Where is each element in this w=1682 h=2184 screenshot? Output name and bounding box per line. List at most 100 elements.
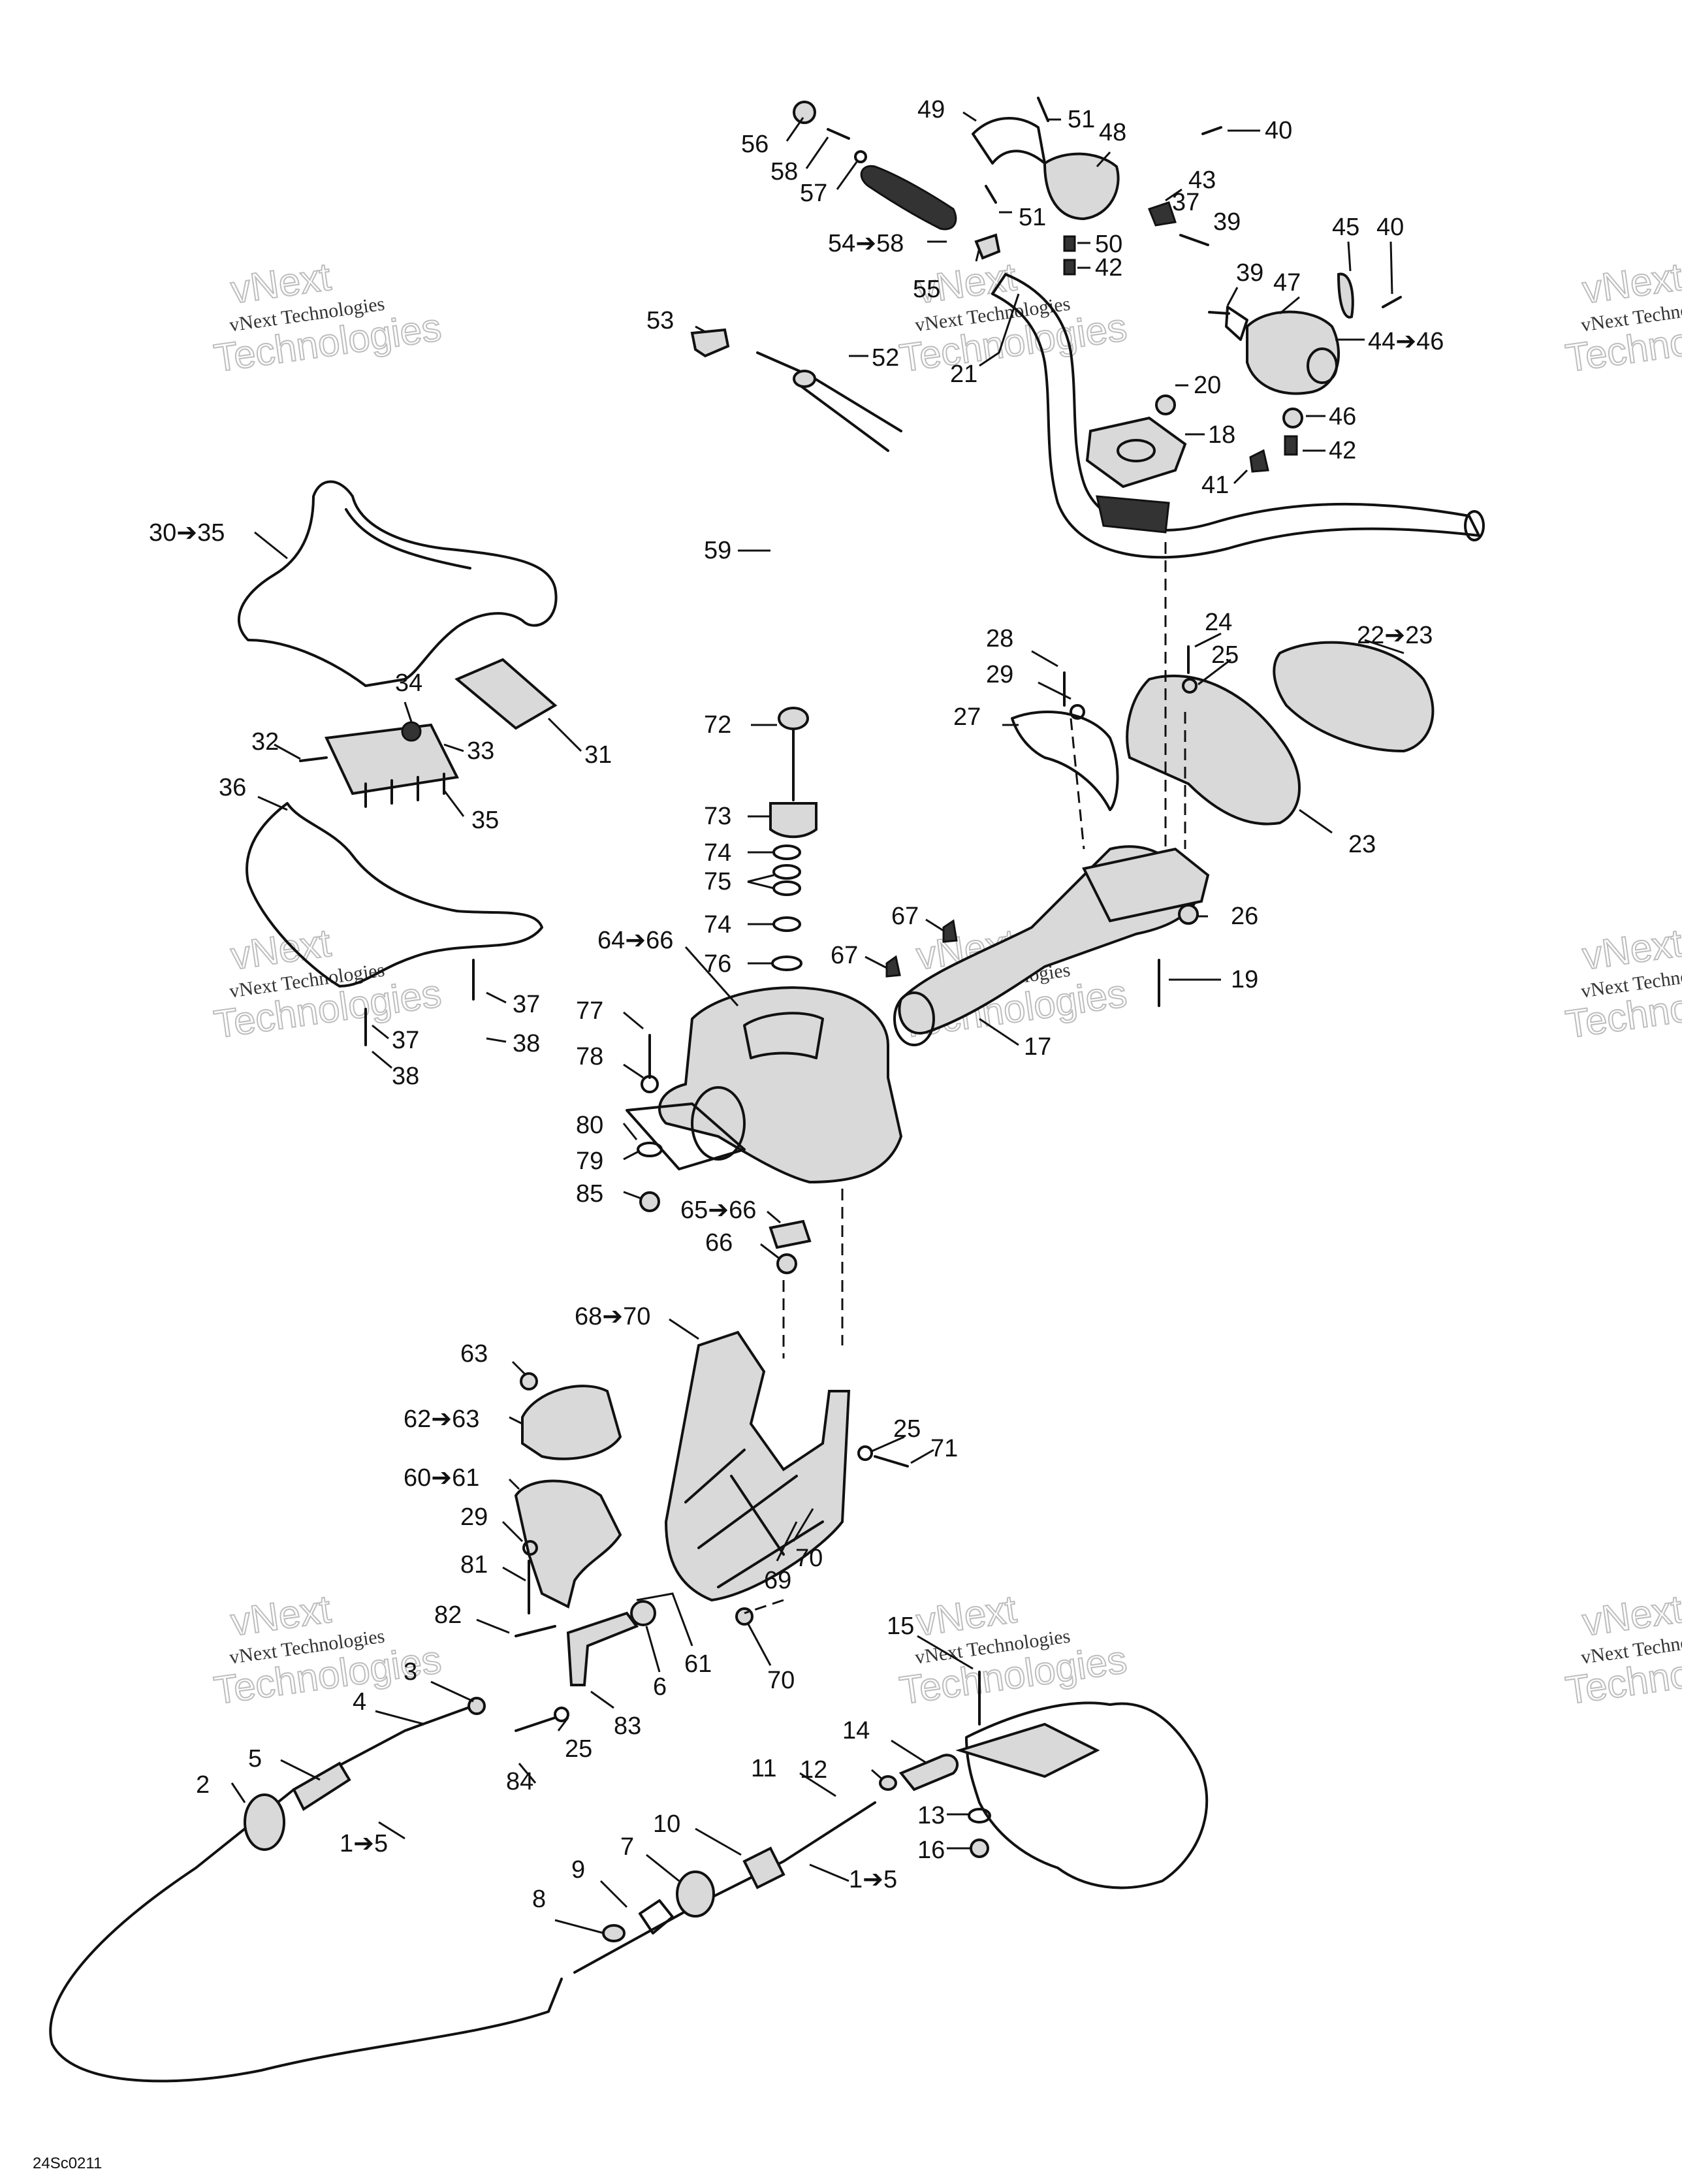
nut-85 — [639, 1191, 660, 1212]
leader — [508, 1478, 520, 1490]
callout: 74 — [704, 839, 731, 867]
lever-83 — [566, 1611, 639, 1686]
leader — [280, 1759, 321, 1781]
callout: 11 — [751, 1755, 776, 1782]
leader-lines — [230, 111, 1404, 1935]
leader — [623, 1149, 641, 1161]
leader — [430, 1680, 474, 1703]
callout: 79 — [576, 1148, 603, 1175]
callout: 40 — [1376, 214, 1404, 241]
callout: 7 — [620, 1833, 634, 1861]
alignment-lines — [744, 542, 1186, 1614]
leader — [836, 161, 858, 190]
callout: 67 — [831, 942, 858, 969]
leader — [378, 1821, 405, 1840]
leader — [257, 795, 288, 811]
leader — [547, 717, 582, 752]
cable-sheath — [292, 1761, 351, 1811]
nut-26 — [1178, 904, 1199, 925]
leader — [1165, 188, 1182, 202]
handlebar-end — [1464, 510, 1485, 541]
leader — [669, 1318, 699, 1340]
throttle-lever — [972, 117, 1046, 165]
leader — [623, 1191, 642, 1200]
callout: 4 — [353, 1688, 366, 1716]
leader — [695, 325, 706, 333]
leader — [509, 1416, 523, 1425]
cable-nut-7 — [676, 1871, 715, 1918]
washer-8 — [602, 1924, 626, 1942]
callout: 25 — [893, 1415, 921, 1443]
handlebar-clamp — [1085, 416, 1187, 489]
leader — [502, 1566, 526, 1582]
callout: 27 — [953, 703, 981, 731]
washer-29 — [1070, 704, 1085, 720]
leader — [372, 1050, 392, 1069]
callout: 28 — [986, 625, 1013, 652]
callout: 15 — [887, 1613, 914, 1640]
switch-button — [1307, 347, 1338, 384]
callout: 73 — [704, 803, 731, 830]
support-cap — [743, 1012, 824, 1059]
leader — [891, 1739, 928, 1765]
callout: 42 — [1095, 254, 1122, 281]
callout: 54➔58 — [828, 230, 904, 257]
steering-support-64 — [658, 986, 903, 1184]
leader — [805, 136, 829, 169]
nut-16 — [970, 1839, 989, 1858]
callout: 37 — [1172, 189, 1199, 216]
nut-34 — [401, 721, 422, 742]
callout: 80 — [576, 1112, 603, 1139]
leader — [910, 1449, 934, 1464]
callout: 81 — [460, 1551, 488, 1579]
callout: 10 — [653, 1810, 680, 1838]
leader — [443, 790, 465, 817]
callout: 64➔66 — [597, 927, 673, 954]
support-bracket-36 — [246, 802, 543, 988]
leader — [1038, 681, 1071, 700]
dash-line — [1070, 718, 1085, 850]
washer-25 — [1182, 678, 1198, 694]
callout: 39 — [1236, 259, 1263, 287]
tether-47 — [1225, 306, 1248, 341]
leader — [590, 1690, 614, 1709]
callout: 69 — [764, 1567, 791, 1594]
callout: 40 — [1265, 117, 1292, 144]
leader — [871, 1769, 883, 1781]
callout: 42 — [1329, 437, 1356, 464]
callout: 72 — [704, 711, 731, 739]
cable-front — [573, 1801, 876, 1974]
leader — [785, 117, 804, 142]
support-bearing — [691, 1086, 746, 1161]
nut-66 — [776, 1253, 797, 1274]
washer-55 — [974, 233, 1001, 260]
leader — [375, 1710, 425, 1726]
leader — [747, 874, 774, 890]
callout: 78 — [576, 1043, 603, 1070]
callout: 45 — [1332, 214, 1359, 241]
nozzle-arm — [955, 1722, 1100, 1778]
callout: 70 — [795, 1545, 823, 1572]
callout: 65➔66 — [680, 1196, 756, 1224]
callout: 36 — [219, 774, 246, 801]
callout: 21 — [950, 361, 977, 388]
screw-39a — [1179, 234, 1209, 246]
leader — [792, 1508, 814, 1542]
spring-50 — [1063, 235, 1076, 252]
leader — [695, 1827, 742, 1856]
stem-base — [1082, 847, 1210, 923]
callout: 48 — [1099, 119, 1126, 146]
callout: 30➔35 — [149, 519, 225, 547]
callout: 1➔5 — [849, 1866, 897, 1893]
callout: 6 — [653, 1673, 667, 1701]
leader — [1233, 469, 1248, 485]
leader — [274, 743, 301, 760]
bolt-82 — [515, 1625, 556, 1637]
clip-43 — [1148, 201, 1177, 227]
callout: 38 — [392, 1063, 419, 1090]
leader — [917, 1635, 974, 1670]
callout: 83 — [614, 1712, 641, 1740]
callout: 51 — [1019, 204, 1046, 231]
callout: 46 — [1329, 403, 1356, 430]
